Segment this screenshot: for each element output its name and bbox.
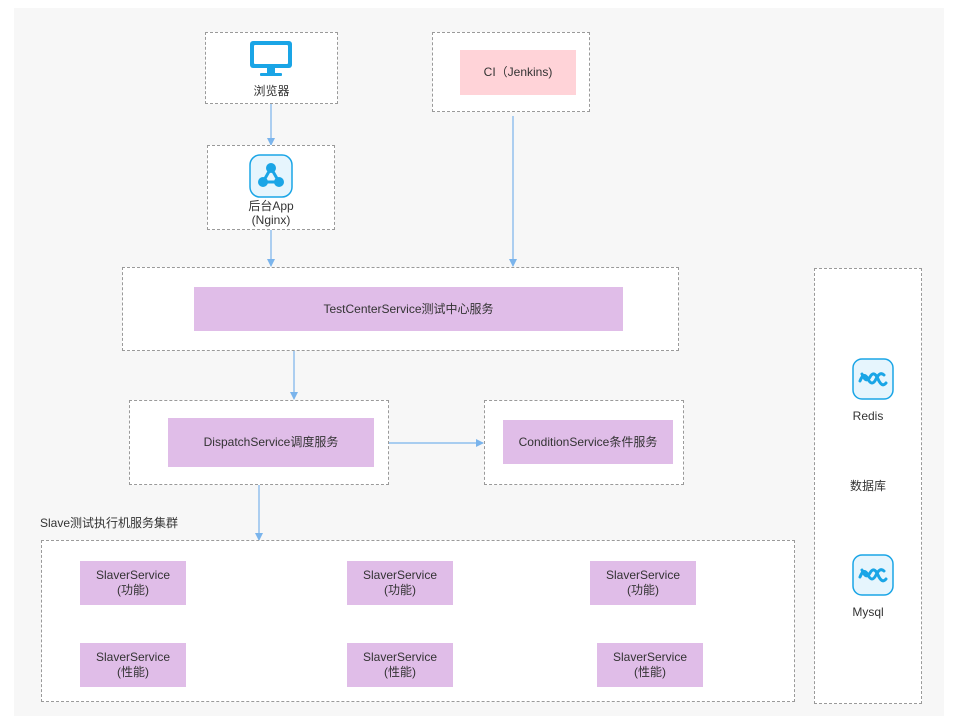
network-icon [249, 154, 293, 198]
testcenter-service: TestCenterService测试中心服务 [194, 287, 623, 331]
redis-database-icon [852, 358, 894, 400]
slaver-service-name: SlaverService [612, 650, 688, 664]
slaver-service-name: SlaverService [95, 650, 171, 664]
dispatch-service: DispatchService调度服务 [168, 418, 374, 467]
slaver-service-type: (性能) [384, 665, 416, 679]
slaver-service-name: SlaverService [605, 568, 681, 582]
slaver-service-name: SlaverService [362, 650, 438, 664]
mysql-label: Mysql [852, 605, 884, 619]
slave-cluster-title: Slave测试执行机服务集群 [40, 516, 179, 530]
slaver-service-node: SlaverService (性能) [347, 643, 453, 687]
slaver-service-node: SlaverService (功能) [347, 561, 453, 605]
slaver-service-name: SlaverService [362, 568, 438, 582]
browser-label: 浏览器 [253, 84, 290, 98]
slaver-service-node: SlaverService (功能) [590, 561, 696, 605]
ci-jenkins-node: CI（Jenkins) [460, 50, 576, 95]
backend-label-line2: (Nginx) [251, 213, 291, 227]
slaver-service-node: SlaverService (功能) [80, 561, 186, 605]
slaver-service-node: SlaverService (性能) [597, 643, 703, 687]
slaver-service-node: SlaverService (性能) [80, 643, 186, 687]
slaver-service-type: (功能) [117, 583, 149, 597]
mysql-database-icon [852, 554, 894, 596]
redis-label: Redis [852, 409, 884, 423]
monitor-icon [249, 40, 293, 78]
slaver-service-type: (功能) [627, 583, 659, 597]
slaver-service-type: (性能) [634, 665, 666, 679]
condition-service: ConditionService条件服务 [503, 420, 673, 464]
slaver-service-type: (功能) [384, 583, 416, 597]
slaver-service-type: (性能) [117, 665, 149, 679]
database-label: 数据库 [849, 479, 886, 493]
slaver-service-name: SlaverService [95, 568, 171, 582]
database-box [814, 268, 922, 704]
backend-label-line1: 后台App [248, 199, 294, 213]
